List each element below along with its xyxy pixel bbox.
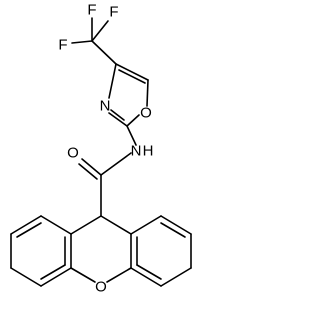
atom-n-amide: N [131,143,142,160]
bond-left-o10 [70,267,96,283]
atom-f-top: F [87,2,96,19]
bond-right-o10 [106,267,132,283]
bond-c2-n3-double [110,109,125,121]
atom-h-amide: H [143,143,154,160]
bond-lb-double-2 [40,264,66,280]
left-benzene-ring [10,215,72,287]
bond-n3-c4 [108,63,117,99]
bond-carbonyl-o [81,158,102,176]
bond-c2-nh [126,125,137,146]
bond-lb-2 [10,215,42,235]
oxazole-ring [108,63,149,127]
bond-rb-4 [160,267,192,287]
bond-lb-double-1 [16,222,42,238]
bond-cf3-f-left [71,40,93,44]
atom-labels: F F F N O O N H O [58,2,153,296]
bond-rb-1 [130,215,162,235]
bond-rb-5 [130,267,162,287]
atom-f-left: F [58,37,67,54]
xanthene-central-ring [70,215,132,283]
bond-lb-5 [40,267,72,287]
bond-c4-c5 [115,63,149,81]
atom-o-oxazole: O [140,105,152,122]
bond-c2-n3 [108,112,128,127]
bond-c4-c5-double [118,69,146,84]
atom-o-xanthene: O [95,279,107,296]
bond-carbonyl-o-double [78,163,98,180]
bond-cf3-f-right [91,20,109,42]
amide-linkage [78,125,137,217]
atom-n-oxazole: N [100,98,111,115]
bond-nh-carbonyl [100,152,132,176]
bond-c9-c9a-right [100,215,132,235]
right-benzene-ring [130,215,192,287]
bond-lb-4 [10,267,42,287]
atom-f-right: F [109,4,118,21]
bond-c9-c9a-left [70,215,102,235]
bond-c5-o1 [146,79,149,107]
bond-cf3-ring [91,40,117,65]
bond-rb-2 [160,215,192,235]
structure-diagram: F F F N O O N H O [10,2,192,296]
trifluoromethyl-group [71,17,117,65]
bond-rb-double-2 [136,264,162,280]
atom-o-carbonyl: O [67,145,79,162]
bond-rb-double-1 [160,222,186,238]
bond-o1-c2 [126,114,140,127]
bond-lb-1 [40,215,72,235]
